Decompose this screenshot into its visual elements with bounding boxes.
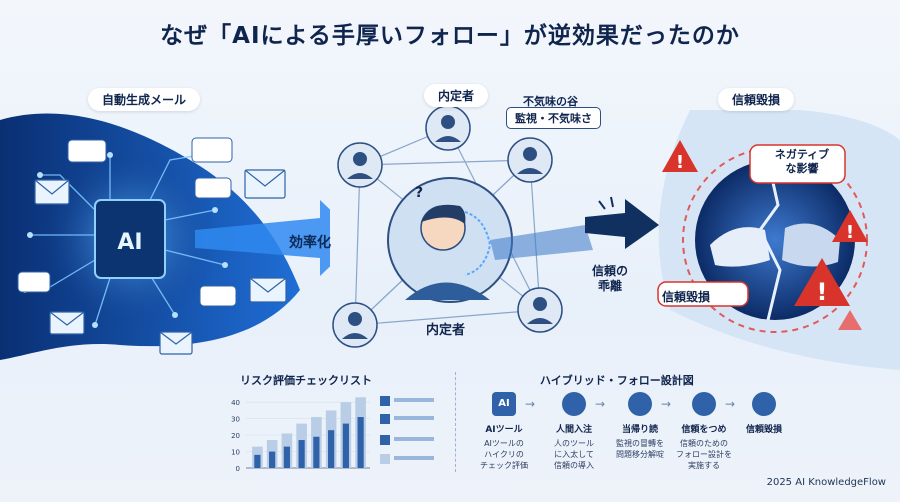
left-panel-label: 自動生成メール [88, 88, 201, 111]
ai-chip-icon: AI [492, 392, 516, 416]
hybrid-step-label: AIツール [485, 425, 523, 435]
person-icon [562, 392, 586, 416]
people-network-diagram: ? [332, 105, 593, 348]
hybrid-step-caption: 問題移分解啶 [616, 450, 664, 459]
y-tick-label: 10 [231, 449, 240, 457]
trust-gap-label-line2: 乖離 [598, 279, 623, 293]
efficiency-arrow [195, 200, 330, 276]
checkbox-icon [380, 454, 390, 464]
y-tick-label: 20 [231, 432, 240, 440]
question-mark-icon: ? [415, 185, 423, 201]
arrow-right-icon: → [595, 397, 606, 411]
broken-trust-icon [752, 392, 776, 416]
arrow-right-icon: → [525, 397, 536, 411]
y-tick-label: 0 [236, 465, 240, 473]
efficiency-label: 効率化 [289, 235, 331, 251]
bar-series2-4 [298, 440, 305, 468]
bar-series2-5 [313, 436, 320, 468]
thinking-person-icon [628, 392, 652, 416]
bar-series2-2 [269, 451, 276, 468]
bar-series2-7 [342, 423, 349, 468]
hybrid-step: 信頼をつめ信頼のためのフォロー設計を実施する [673, 392, 735, 471]
svg-text:!: ! [676, 152, 684, 173]
risk-bar-chart: 40 30 20 10 0 [231, 396, 434, 473]
envelope-icon [34, 169, 287, 355]
hybrid-step-label: 人間入注 [555, 425, 592, 435]
checkbox-icon [380, 414, 390, 424]
hybrid-step-caption: に入太して [554, 450, 594, 459]
svg-text:!: ! [817, 278, 828, 306]
hybrid-step: 信頼毀損 [733, 392, 795, 435]
checklist-title: リスク評価チェックリスト [240, 374, 372, 387]
y-tick-label: 40 [231, 399, 240, 407]
central-person-label: 内定者 [426, 323, 466, 338]
hybrid-step-caption: 信頼のための [680, 439, 728, 448]
hybrid-step-caption: AIツールの [484, 439, 524, 448]
negative-impact-line2: な影響 [785, 162, 819, 175]
bar-series2-8 [357, 417, 364, 468]
hybrid-step: 当帰り読監視の冒轉を問題移分解啶 [609, 392, 671, 460]
checklist-items [380, 396, 434, 464]
trust-gap-arrow [585, 196, 659, 249]
bar-series2-6 [328, 430, 335, 468]
hybrid-step-caption: フォロー設計を [676, 450, 732, 459]
right-panel-label: 信頼毀損 [718, 88, 795, 111]
hybrid-title: ハイブリッド・フォロー設計図 [540, 374, 694, 387]
negative-impact-bubble: ネガティブ な影響 [758, 148, 846, 176]
hybrid-step-caption: 人のツール [554, 439, 594, 448]
broken-trust-tag: 信頼毀損 [662, 290, 711, 304]
y-tick-label: 30 [231, 416, 240, 424]
footer-credit: 2025 AI KnowledgeFlow [766, 477, 886, 488]
checkbox-icon [380, 435, 390, 445]
hybrid-step-caption: ハイクリの [484, 450, 524, 459]
broken-trust-illustration: ! ! ! [657, 110, 900, 370]
hybrid-step-caption: 信頼の導入 [554, 461, 594, 470]
center-top-label: 内定者 [424, 84, 489, 107]
hybrid-step-label: 信頼毀損 [745, 425, 782, 435]
trust-gap-label-line1: 信頼の [592, 264, 629, 278]
handshake-left [710, 227, 770, 267]
uncanny-valley-sub: 監視・不気味さ [506, 107, 601, 129]
arrow-right-icon: → [725, 397, 736, 411]
page-title: なぜ「AIによる手厚いフォロー」が逆効果だったのか [160, 23, 740, 49]
handshake-icon [692, 392, 716, 416]
checkbox-icon [380, 396, 390, 406]
hybrid-step: AI AIツール AIツールのハイクリのチェック評価 [473, 392, 535, 471]
hybrid-step-label: 信頼をつめ [681, 425, 727, 435]
trust-gap-label: 信頼の 乖離 [592, 264, 628, 294]
ai-chip-label: AI [117, 230, 142, 255]
bar-series2-1 [254, 454, 261, 468]
section-divider [455, 372, 457, 472]
negative-impact-line1: ネガティブ [774, 148, 830, 161]
hybrid-step-caption: チェック評価 [480, 461, 528, 470]
hybrid-step-caption: 実施する [688, 461, 720, 470]
hybrid-step: 人間入注人のツールに入太して信頼の導入 [543, 392, 605, 471]
handshake-right [782, 223, 840, 267]
hybrid-step-label: 当帰り読 [621, 425, 658, 435]
arrow-right-icon: → [661, 397, 672, 411]
digital-face-mesh [464, 211, 492, 276]
chat-bubble-icon [17, 137, 237, 307]
ai-email-illustration: AI [0, 113, 330, 360]
bar-series2-3 [283, 446, 290, 468]
ai-chip [94, 199, 166, 279]
hybrid-step-caption: 監視の冒轉を [616, 439, 664, 448]
warning-icon: ! ! ! [662, 140, 868, 330]
svg-text:!: ! [846, 222, 854, 243]
uncanny-valley-title: 不気味の谷 [523, 95, 578, 108]
